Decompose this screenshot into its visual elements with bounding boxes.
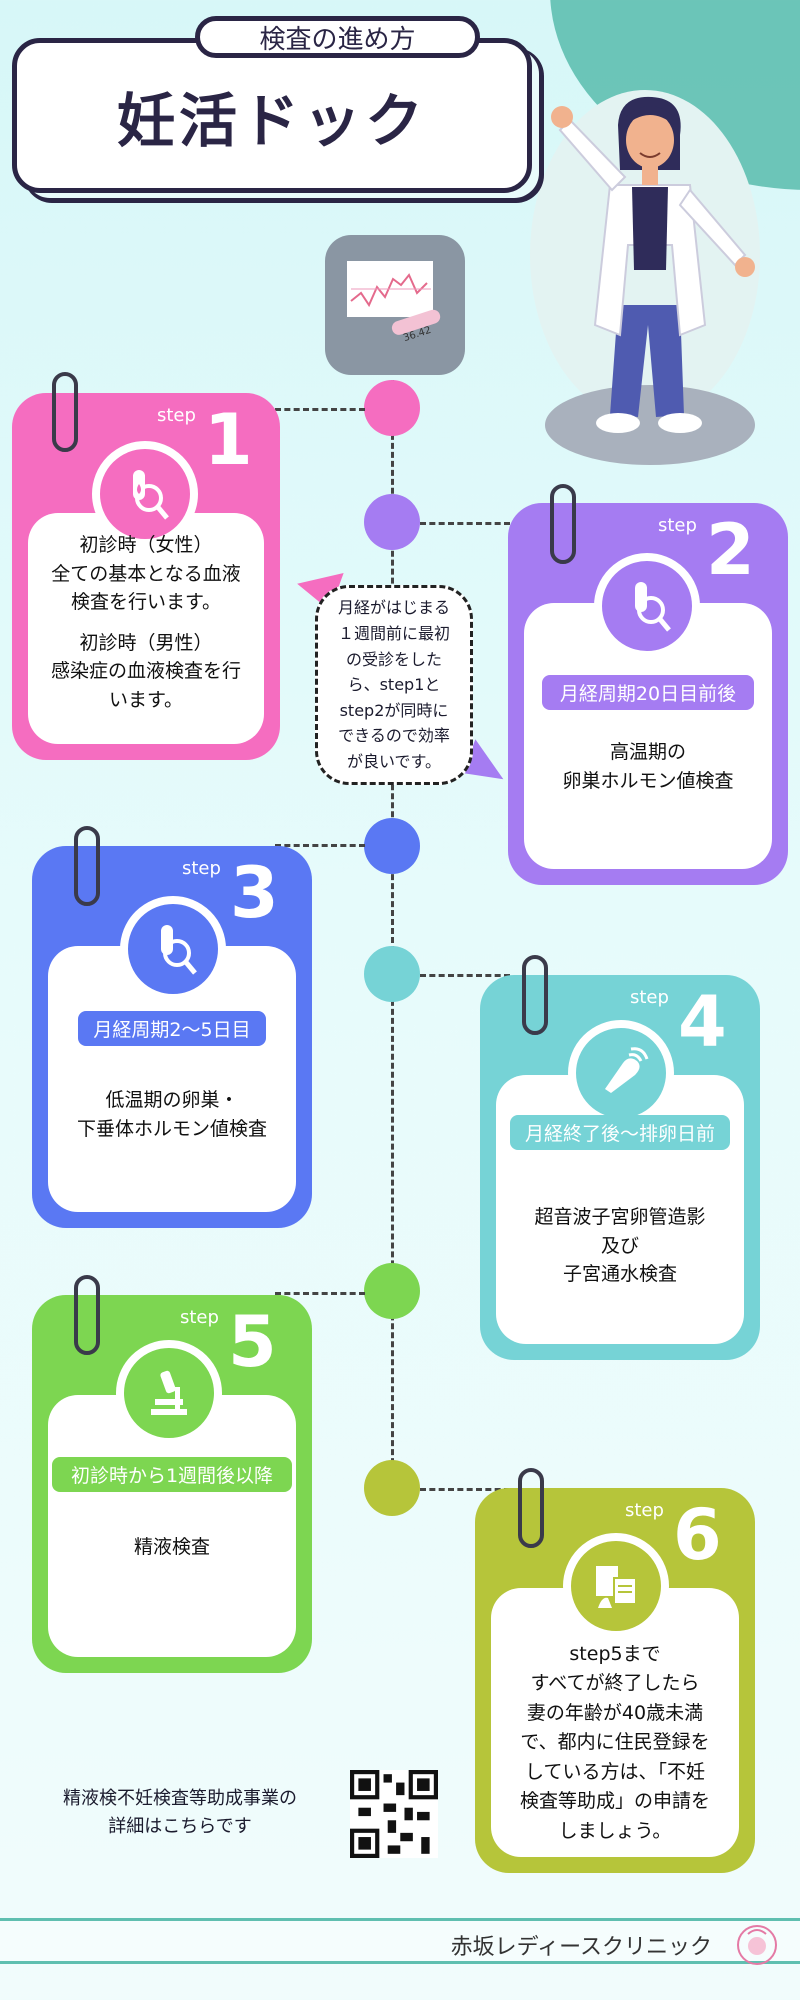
bubble-line: ら、step1と	[347, 675, 441, 695]
bubble-line: step2が同時に	[339, 700, 449, 720]
header-frame	[12, 38, 532, 193]
qr-code-icon[interactable]	[350, 1770, 438, 1858]
bubble-line: １週間前に最初	[337, 624, 450, 644]
step1-line: 検査を行います。	[70, 591, 222, 613]
step6-card: step 6 step5まで すべてが終了したら 妻の年齢が40歳未満 で、都内…	[475, 1488, 755, 1873]
step6-text: step5まで すべてが終了したら 妻の年齢が40歳未満 で、都内に住民登録を …	[495, 1640, 735, 1846]
step3-timing-tag: 月経周期2～5日目	[78, 1011, 266, 1046]
page-title: 妊活ドック	[116, 86, 427, 155]
connector-step4	[420, 974, 510, 977]
paperclip-icon	[74, 1275, 100, 1355]
step1-number: 1	[204, 399, 253, 481]
timeline-dot-step3	[364, 818, 420, 874]
step1-card: step 1 初診時（女性） 全ての基本となる血液 検査を行います。 初診時（男…	[12, 393, 280, 760]
connector-step5	[275, 1292, 365, 1295]
blood-test-icon	[120, 896, 226, 1002]
temperature-chart-icon	[347, 261, 441, 335]
step1-label: step	[157, 405, 196, 426]
step2-line: 卵巣ホルモン値検査	[562, 769, 734, 792]
step5-label: step	[180, 1307, 219, 1328]
step5-card: step 5 初診時から1週間後以降 精液検査	[32, 1295, 312, 1673]
step3-text: 低温期の卵巣・ 下垂体ホルモン値検査	[52, 1086, 292, 1143]
microscope-icon	[116, 1340, 222, 1446]
paperclip-icon	[74, 826, 100, 906]
bubble-line: の受診をした	[345, 649, 442, 669]
step4-number: 4	[678, 981, 727, 1063]
doctor-illustration	[545, 96, 755, 465]
step6-line: step5まで	[569, 1643, 661, 1665]
temperature-chart-tile: 36.42	[325, 235, 465, 375]
step2-text: 高温期の 卵巣ホルモン値検査	[528, 738, 768, 795]
timeline-dot-step4	[364, 946, 420, 1002]
connector-step1	[275, 408, 365, 411]
step6-label: step	[625, 1500, 664, 1521]
step2-label: step	[658, 515, 697, 536]
step1-line: 初診時（女性）	[79, 534, 213, 556]
header-subtitle: 検査の進め方	[195, 16, 480, 58]
step5-number: 5	[228, 1301, 277, 1383]
step1-text: 初診時（女性） 全ての基本となる血液 検査を行います。 初診時（男性） 感染症の…	[32, 531, 260, 714]
timeline-dot-step5	[364, 1263, 420, 1319]
step5-line: 精液検査	[133, 1536, 210, 1558]
step3-label: step	[182, 858, 221, 879]
step4-line: 子宮通水検査	[562, 1263, 677, 1285]
step2-card: step 2 月経周期20日目前後 高温期の 卵巣ホルモン値検査	[508, 503, 788, 885]
paperclip-icon	[550, 484, 576, 564]
clinic-name: 赤坂レディースクリニック	[450, 1935, 712, 1960]
step4-line: 及び	[600, 1234, 639, 1257]
paperclip-icon	[518, 1468, 544, 1548]
step3-number: 3	[230, 852, 279, 934]
subsidy-note-line: 精液検不妊検査等助成事業の	[63, 1788, 297, 1809]
step6-line: 妻の年齢が40歳未満	[526, 1701, 704, 1724]
bubble-line: できるので効率	[338, 726, 450, 746]
application-form-icon	[563, 1533, 669, 1639]
step5-text: 精液検査	[52, 1533, 292, 1562]
timeline-dot-step6	[364, 1460, 420, 1516]
step6-number: 6	[673, 1494, 722, 1576]
timeline-spine	[391, 380, 394, 1500]
step6-line: で、都内に住民登録を	[520, 1731, 710, 1754]
step4-label: step	[630, 987, 669, 1008]
paperclip-icon	[522, 955, 548, 1035]
step4-card: step 4 月経終了後～排卵日前 超音波子宮卵管造影 及び 子宮通水検査	[480, 975, 760, 1360]
blood-test-icon	[594, 553, 700, 659]
step1-body	[28, 513, 264, 744]
step3-card: step 3 月経周期2～5日目 低温期の卵巣・ 下垂体ホルモン値検査	[32, 846, 312, 1228]
step2-line: 高温期の	[609, 741, 686, 763]
step3-line: 低温期の卵巣・	[105, 1089, 239, 1111]
subsidy-note-line: 詳細はこちらです	[108, 1815, 252, 1837]
timeline-dot-step2	[364, 494, 420, 550]
step1-line: います。	[108, 688, 184, 711]
step1-line: 初診時（男性）	[79, 631, 213, 654]
ultrasound-probe-icon	[568, 1020, 674, 1126]
step6-line: すべてが終了したら	[530, 1672, 700, 1695]
blood-test-icon	[92, 441, 198, 547]
connector-step3	[275, 844, 365, 847]
step1-line: 感染症の血液検査を行	[50, 660, 241, 682]
step4-line: 超音波子宮卵管造影	[534, 1206, 706, 1228]
tip-bubble: 月経がはじまる １週間前に最初 の受診をした ら、step1と step2が同時…	[315, 585, 473, 785]
clinic-logo-icon	[737, 1925, 777, 1965]
bubble-line: が良いです。	[347, 751, 441, 771]
paperclip-icon	[52, 372, 78, 452]
footer-bar	[0, 1918, 800, 1964]
step3-line: 下垂体ホルモン値検査	[76, 1117, 267, 1140]
bubble-line: 月経がはじまる	[337, 598, 450, 618]
step4-timing-tag: 月経終了後～排卵日前	[510, 1115, 730, 1150]
step6-line: しましょう。	[558, 1819, 672, 1842]
step6-line: 検査等助成」の申請を	[519, 1790, 710, 1813]
step1-line: 全ての基本となる血液	[51, 562, 241, 585]
connector-step2	[420, 522, 510, 525]
step4-text: 超音波子宮卵管造影 及び 子宮通水検査	[500, 1203, 740, 1289]
timeline-dot-step1	[364, 380, 420, 436]
connector-step6	[420, 1488, 510, 1491]
step2-timing-tag: 月経周期20日目前後	[542, 675, 754, 710]
step5-timing-tag: 初診時から1週間後以降	[52, 1457, 292, 1492]
step2-number: 2	[706, 509, 755, 591]
subsidy-note: 精液検不妊検査等助成事業の 詳細はこちらです	[30, 1785, 330, 1841]
step6-line: している方は、「不妊	[525, 1760, 705, 1783]
